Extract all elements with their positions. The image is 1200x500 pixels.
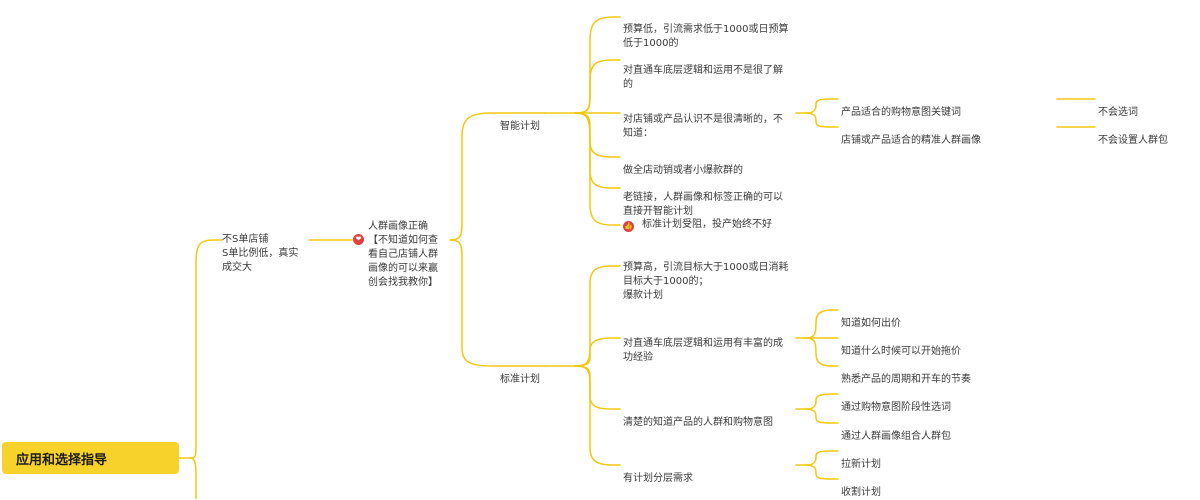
connector-standard-a: [544, 265, 621, 367]
node-standard-d-sub2[interactable]: 收割计划: [841, 472, 881, 500]
node-standard-b-sub3[interactable]: 熟悉产品的周期和开车的节奏: [841, 359, 971, 387]
connector-standard-d-sub1: [795, 450, 839, 466]
smart-a-label: 预算低，引流需求低于1000或日预算 低于1000的: [623, 24, 789, 49]
node-smart-e[interactable]: 老链接，人群画像和标签正确的可以 直接开智能计划: [623, 177, 803, 219]
smart-c-sub2-label: 店铺或产品适合的精准人群画像: [841, 135, 981, 146]
connector-smart-e: [574, 112, 621, 189]
standard-c-sub1-label: 通过购物意图阶段性选词: [841, 402, 951, 413]
standard-b-sub1-label: 知道如何出价: [841, 318, 901, 329]
node-smart-c-sub1[interactable]: 产品适合的购物意图关键词: [841, 92, 961, 120]
node-smart-a[interactable]: 预算低，引流需求低于1000或日预算 低于1000的: [623, 9, 803, 51]
smart-c-sub1-label: 产品适合的购物意图关键词: [841, 107, 961, 118]
connector-standard-c: [574, 365, 621, 410]
node-standard-c-sub1[interactable]: 通过购物意图阶段性选词: [841, 387, 951, 415]
smart-f-label: 标准计划受阻，投产始终不好: [642, 219, 772, 230]
node-smart-c-sub1-leaf[interactable]: 不会选词: [1098, 92, 1138, 120]
standard-plan-label: 标准计划: [500, 374, 540, 385]
node-level2[interactable]: 人群画像正确 【不知道如何查 看自己店铺人群 画像的可以来赢 创会找我教你】: [368, 206, 452, 290]
smart-e-label: 老链接，人群画像和标签正确的可以 直接开智能计划: [623, 192, 783, 217]
node-standard-c-sub2[interactable]: 通过人群画像组合人群包: [841, 416, 951, 444]
standard-c-sub2-label: 通过人群画像组合人群包: [841, 431, 951, 442]
standard-d-sub2-label: 收割计划: [841, 487, 881, 498]
standard-d-label: 有计划分层需求: [623, 473, 693, 484]
node-standard-a[interactable]: 预算高，引流目标大于1000或日消耗 目标大于1000的； 爆款计划: [623, 247, 803, 303]
node-standard-b-sub2[interactable]: 知道什么时候可以开始拖价: [841, 331, 961, 359]
standard-d-sub1-label: 拉新计划: [841, 459, 881, 470]
node-standard-d-sub1[interactable]: 拉新计划: [841, 444, 881, 472]
connector-standard-c-sub2: [805, 408, 839, 424]
node-smart-plan[interactable]: 智能计划: [500, 106, 540, 134]
smart-d-label: 做全店动销或者小爆款群的: [623, 165, 743, 176]
level1-label: 不S单店铺 S单比例低，真实 成交大: [222, 234, 299, 273]
connector-smart-c-sub2: [805, 112, 839, 128]
root-label: 应用和选择指导: [16, 452, 108, 468]
connector-level2-smart: [449, 112, 546, 241]
connector-standard-d: [574, 365, 621, 466]
node-standard-d[interactable]: 有计划分层需求: [623, 458, 803, 486]
node-smart-d[interactable]: 做全店动销或者小爆款群的: [623, 150, 803, 178]
connector-standard-b: [574, 337, 621, 367]
smart-c-label: 对店铺或产品认识不是很清晰的，不 知道：: [623, 114, 783, 139]
smart-c-sub2-leaf-label: 不会设置人群包: [1098, 135, 1168, 146]
connector-standard-b-sub1: [795, 309, 839, 339]
node-standard-b[interactable]: 对直通车底层逻辑和运用有丰富的成 功经验: [623, 323, 803, 365]
standard-c-label: 清楚的知道产品的人群和购物意图: [623, 417, 773, 428]
standard-b-sub2-label: 知道什么时候可以开始拖价: [841, 346, 961, 357]
heart-icon: ❤: [353, 234, 364, 245]
node-standard-c[interactable]: 清楚的知道产品的人群和购物意图: [623, 402, 803, 430]
connector-smart-a: [544, 16, 621, 114]
connector-standard-d-sub2: [805, 464, 839, 480]
connector-smart-f: [574, 112, 621, 226]
connector-smart-b: [574, 59, 621, 114]
thumbs-up-icon: 👍: [623, 221, 634, 232]
root-node[interactable]: 应用和选择指导: [2, 442, 179, 474]
standard-b-sub3-label: 熟悉产品的周期和开车的节奏: [841, 374, 971, 385]
standard-b-label: 对直通车底层逻辑和运用有丰富的成 功经验: [623, 338, 783, 363]
smart-c-sub1-leaf-label: 不会选词: [1098, 107, 1138, 118]
connector-level2-standard: [449, 239, 546, 367]
node-smart-f[interactable]: 👍 标准计划受阻，投产始终不好: [623, 218, 823, 232]
node-smart-b[interactable]: 对直通车底层逻辑和运用不是很了解 的: [623, 50, 803, 92]
node-smart-c[interactable]: 对店铺或产品认识不是很清晰的，不 知道：: [623, 99, 803, 141]
node-standard-b-sub1[interactable]: 知道如何出价: [841, 303, 901, 331]
node-smart-c-sub2-leaf[interactable]: 不会设置人群包: [1098, 120, 1168, 148]
smart-plan-label: 智能计划: [500, 121, 540, 132]
connector-smart-c-sub1: [795, 98, 839, 114]
connector-root-below: [189, 457, 197, 499]
connector-standard-b-sub3: [805, 337, 839, 367]
connector-root-level1: [178, 239, 223, 459]
smart-b-label: 对直通车底层逻辑和运用不是很了解 的: [623, 65, 783, 90]
level2-label: 人群画像正确 【不知道如何查 看自己店铺人群 画像的可以来赢 创会找我教你】: [368, 221, 438, 288]
connector-standard-c-sub1: [795, 393, 839, 410]
connector-smart-d: [574, 112, 621, 158]
standard-a-label: 预算高，引流目标大于1000或日消耗 目标大于1000的； 爆款计划: [623, 262, 789, 301]
node-level1[interactable]: 不S单店铺 S单比例低，真实 成交大: [222, 219, 310, 275]
node-standard-plan[interactable]: 标准计划: [500, 359, 540, 387]
node-smart-c-sub2[interactable]: 店铺或产品适合的精准人群画像: [841, 120, 981, 148]
